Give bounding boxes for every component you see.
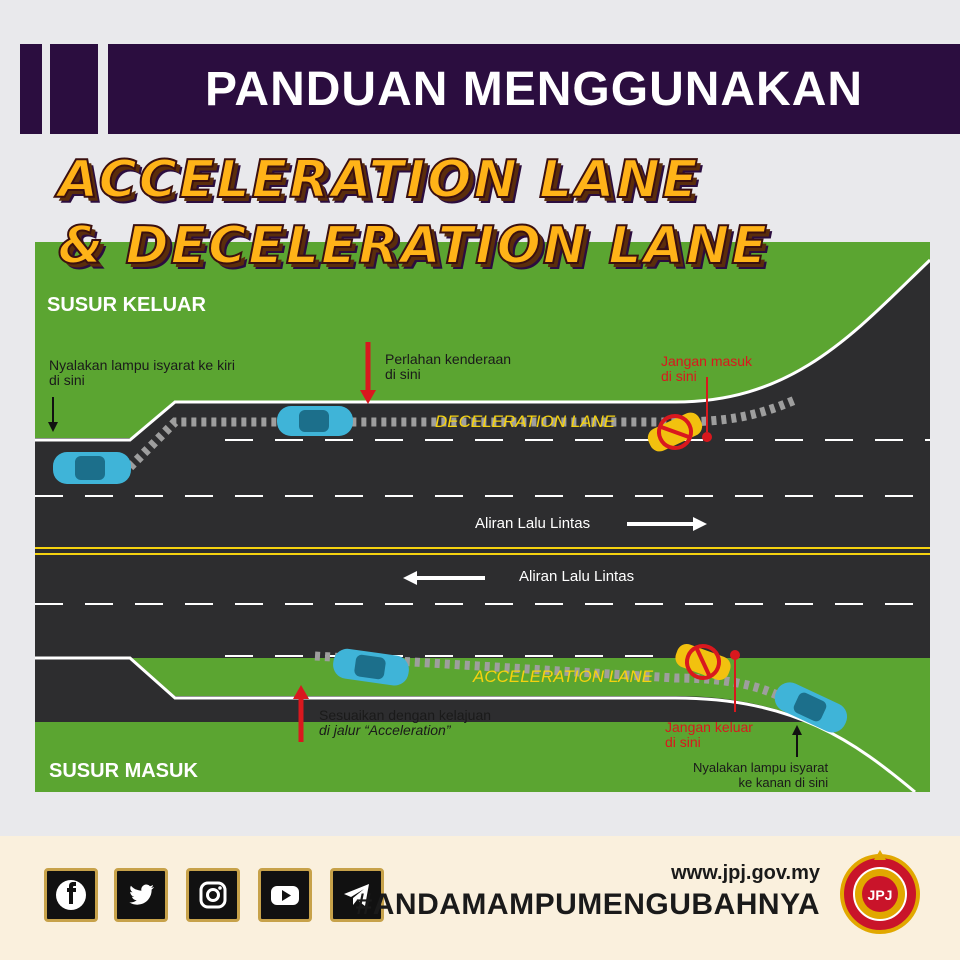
road-illustration [35,242,932,794]
twitter-icon[interactable] [114,868,168,922]
svg-text:JPJ: JPJ [868,887,893,903]
hashtag: #ANDAMAMPUMENGUBAHNYA [355,888,820,921]
slow-down-note: Perlahan kenderaan di sini [385,351,512,382]
car-yellow-2 [675,643,731,681]
instagram-icon[interactable] [186,868,240,922]
telegram-icon[interactable] [330,868,384,922]
header-accent-bar [50,44,98,134]
deceleration-lane-label: DECELERATION LANE [435,412,616,431]
entry-zone-label: SUSUR MASUK [49,760,198,782]
youtube-icon[interactable] [258,868,312,922]
header-accent-bar [20,44,42,134]
header-banner: PANDUAN MENGGUNAKAN [108,44,960,134]
adjust-speed-note: Sesuaikan dengan kelajuan di jalur “Acce… [319,707,492,738]
car-yellow-1 [647,412,703,452]
car-blue-4 [774,682,848,733]
website-url[interactable]: www.jpj.gov.my [671,862,820,884]
facebook-icon[interactable] [44,868,98,922]
signal-right-note: Nyalakan lampu isyarat ke kanan di sini [693,760,829,790]
title-line-1: ACCELERATION LANE [57,149,700,211]
no-exit-note: Jangan keluar di sini [665,719,753,750]
exit-zone-label: SUSUR KELUAR [47,294,206,316]
signal-left-note: Nyalakan lampu isyarat ke kiri di sini [49,357,235,388]
jpj-logo: JPJ [836,848,924,936]
lane-diagram: SUSUR KELUAR SUSUR MASUK Nyalakan lampu … [35,242,932,794]
car-blue-1 [53,452,131,484]
exit-ramp [35,262,930,442]
traffic-flow-right-label: Aliran Lalu Lintas [475,515,591,532]
title-line-2: & DECELERATION LANE [57,215,769,277]
header-title: PANDUAN MENGGUNAKAN [204,62,864,116]
car-blue-3 [333,648,409,686]
car-blue-2 [277,406,353,436]
traffic-flow-left-label: Aliran Lalu Lintas [519,568,635,585]
no-enter-note: Jangan masuk di sini [661,353,753,384]
acceleration-lane-label: ACCELERATION LANE [473,667,654,686]
